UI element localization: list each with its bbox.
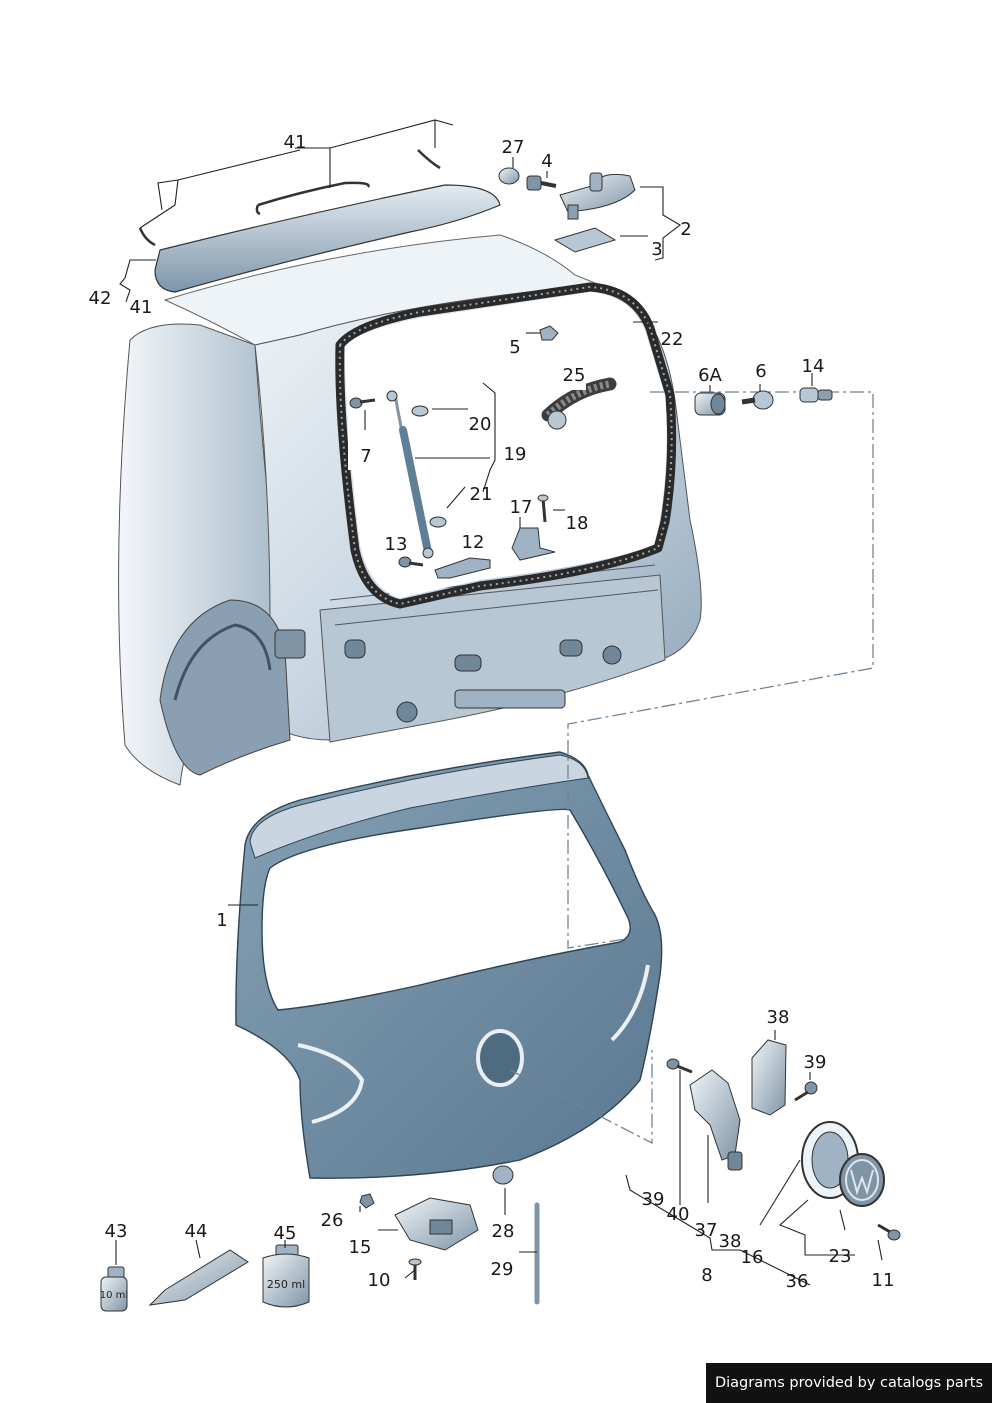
bolt-7 bbox=[349, 397, 376, 409]
callout-29: 29 bbox=[491, 1259, 514, 1280]
buffer-6A bbox=[694, 392, 726, 416]
nut-26 bbox=[359, 1193, 375, 1209]
callout-39-bottom: 39 bbox=[642, 1189, 665, 1210]
callout-39-right: 39 bbox=[804, 1052, 827, 1073]
callout-41-top: 41 bbox=[284, 132, 307, 153]
bolt-39a bbox=[666, 1058, 693, 1074]
callout-17: 17 bbox=[510, 497, 533, 518]
callout-19: 19 bbox=[504, 444, 527, 465]
callout-27: 27 bbox=[502, 137, 525, 158]
screw-10 bbox=[408, 1258, 422, 1280]
callout-44: 44 bbox=[185, 1221, 208, 1242]
cable-25 bbox=[541, 377, 617, 430]
vw-emblem-23 bbox=[839, 1153, 885, 1207]
vial-43 bbox=[100, 1266, 128, 1312]
callout-37: 37 bbox=[695, 1220, 718, 1241]
callout-43: 43 bbox=[105, 1221, 128, 1242]
bolt-39b bbox=[794, 1081, 818, 1102]
switch-38 bbox=[751, 1039, 787, 1116]
can-45 bbox=[262, 1244, 310, 1308]
watermark-banner: Diagrams provided by catalogs parts bbox=[706, 1363, 992, 1403]
bolt-13 bbox=[398, 556, 424, 568]
callout-42: 42 bbox=[89, 288, 112, 309]
callout-8: 8 bbox=[701, 1265, 712, 1286]
callout-1: 1 bbox=[216, 910, 227, 931]
callout-15: 15 bbox=[349, 1237, 372, 1258]
clip-20 bbox=[411, 405, 429, 417]
callout-23: 23 bbox=[829, 1246, 852, 1267]
callout-45: 45 bbox=[274, 1223, 297, 1244]
screw-11 bbox=[877, 1223, 901, 1241]
plug-28 bbox=[492, 1165, 514, 1185]
callout-12: 12 bbox=[462, 532, 485, 553]
callout-22: 22 bbox=[661, 329, 684, 350]
callout-40: 40 bbox=[667, 1204, 690, 1225]
lock-cylinder-40 bbox=[689, 1069, 743, 1171]
callout-3: 3 bbox=[651, 239, 662, 260]
callout-38-bottom: 38 bbox=[719, 1231, 742, 1252]
can-label: 250 ml bbox=[267, 1278, 305, 1291]
callout-28: 28 bbox=[492, 1221, 515, 1242]
clip-21 bbox=[429, 516, 447, 528]
callout-36: 36 bbox=[786, 1271, 809, 1292]
tailgate-1 bbox=[235, 751, 663, 1179]
callout-11: 11 bbox=[872, 1270, 895, 1291]
hinge-2 bbox=[559, 172, 636, 220]
callout-6: 6 bbox=[755, 361, 766, 382]
callout-26: 26 bbox=[321, 1210, 344, 1231]
callout-25: 25 bbox=[563, 365, 586, 386]
gasket-3 bbox=[553, 227, 617, 253]
vial-label: 10 ml bbox=[100, 1290, 128, 1301]
bracket-12 bbox=[434, 557, 491, 579]
tube-44 bbox=[148, 1249, 249, 1306]
callout-14: 14 bbox=[802, 356, 825, 377]
cap-27 bbox=[498, 167, 520, 185]
rear-spoiler-41 bbox=[138, 149, 501, 293]
leader-lines bbox=[115, 119, 883, 1286]
callout-16: 16 bbox=[741, 1247, 764, 1268]
callout-10: 10 bbox=[368, 1270, 391, 1291]
callout-5: 5 bbox=[509, 337, 520, 358]
callout-38-top: 38 bbox=[767, 1007, 790, 1028]
callout-18: 18 bbox=[566, 513, 589, 534]
callout-2: 2 bbox=[680, 219, 691, 240]
callout-6A: 6A bbox=[698, 365, 722, 386]
callout-labels: 41 27 4 2 3 42 41 5 22 25 6A 6 14 20 7 1… bbox=[89, 132, 895, 1292]
alignment-lines bbox=[509, 391, 874, 1145]
bolt-4 bbox=[526, 175, 557, 191]
lock-15 bbox=[394, 1197, 479, 1251]
screw-18 bbox=[537, 494, 549, 523]
gas-strut-19 bbox=[386, 390, 434, 559]
callout-41-left: 41 bbox=[130, 297, 153, 318]
stop-14 bbox=[799, 387, 833, 403]
callout-20: 20 bbox=[469, 414, 492, 435]
nut-5 bbox=[539, 325, 559, 341]
callout-13: 13 bbox=[385, 534, 408, 555]
callout-4: 4 bbox=[541, 151, 552, 172]
buffer-6 bbox=[741, 390, 774, 410]
callout-21: 21 bbox=[470, 484, 493, 505]
callout-7: 7 bbox=[360, 446, 371, 467]
